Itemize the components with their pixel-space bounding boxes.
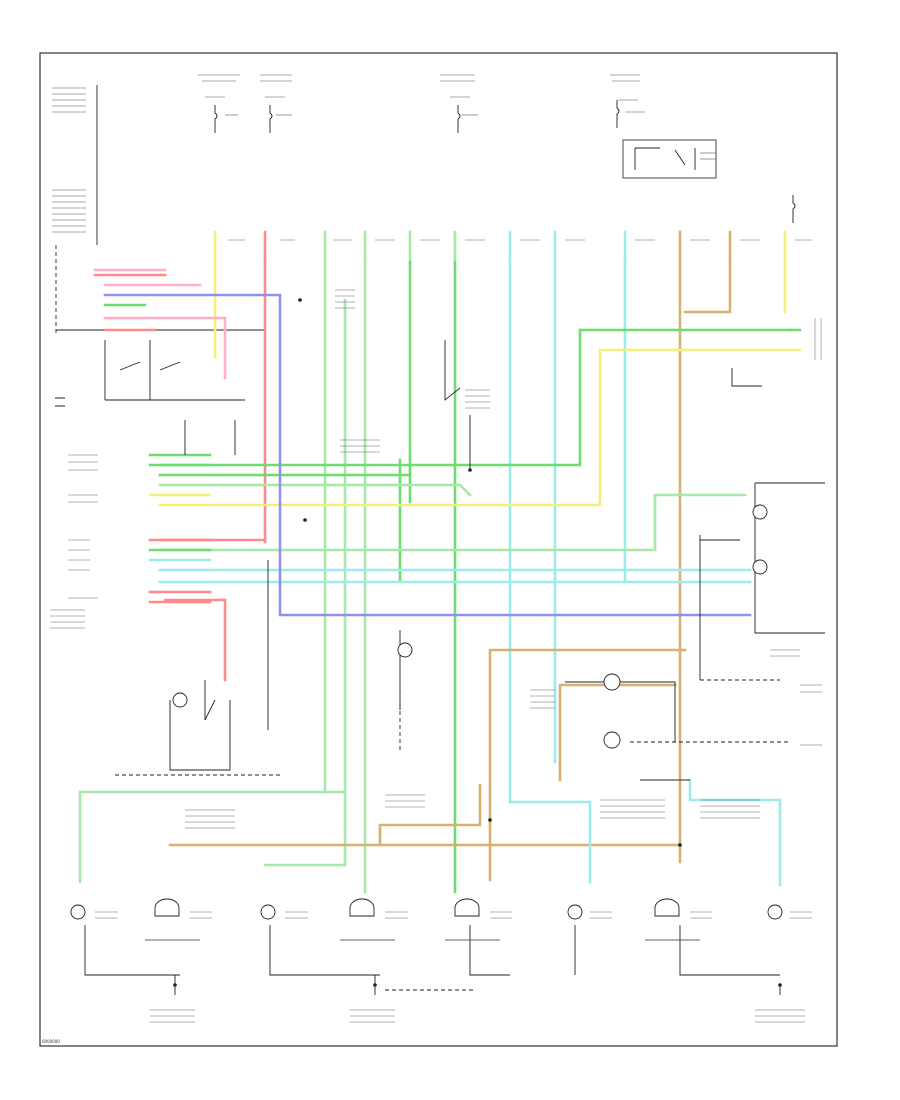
lamp-bulbs [70, 504, 783, 920]
right-lamp-module [754, 482, 825, 634]
diagram-frame [39, 52, 838, 1047]
component-labels [50, 239, 822, 1023]
module-label-left [52, 87, 86, 233]
fuse-symbols [214, 100, 796, 223]
left-connector-stubs [93, 268, 212, 604]
top-wire-stubs [213, 230, 787, 314]
horizontal-wires [78, 283, 802, 887]
black-wires [55, 340, 790, 995]
right-connector-label [814, 318, 822, 360]
vertical-wires [213, 260, 732, 894]
splice-points [173, 298, 782, 987]
fuse-label-group [198, 74, 645, 116]
dual-filament-lamps [145, 898, 700, 941]
relay-box [622, 139, 717, 179]
footer-code: 0000000 [42, 1039, 60, 1044]
